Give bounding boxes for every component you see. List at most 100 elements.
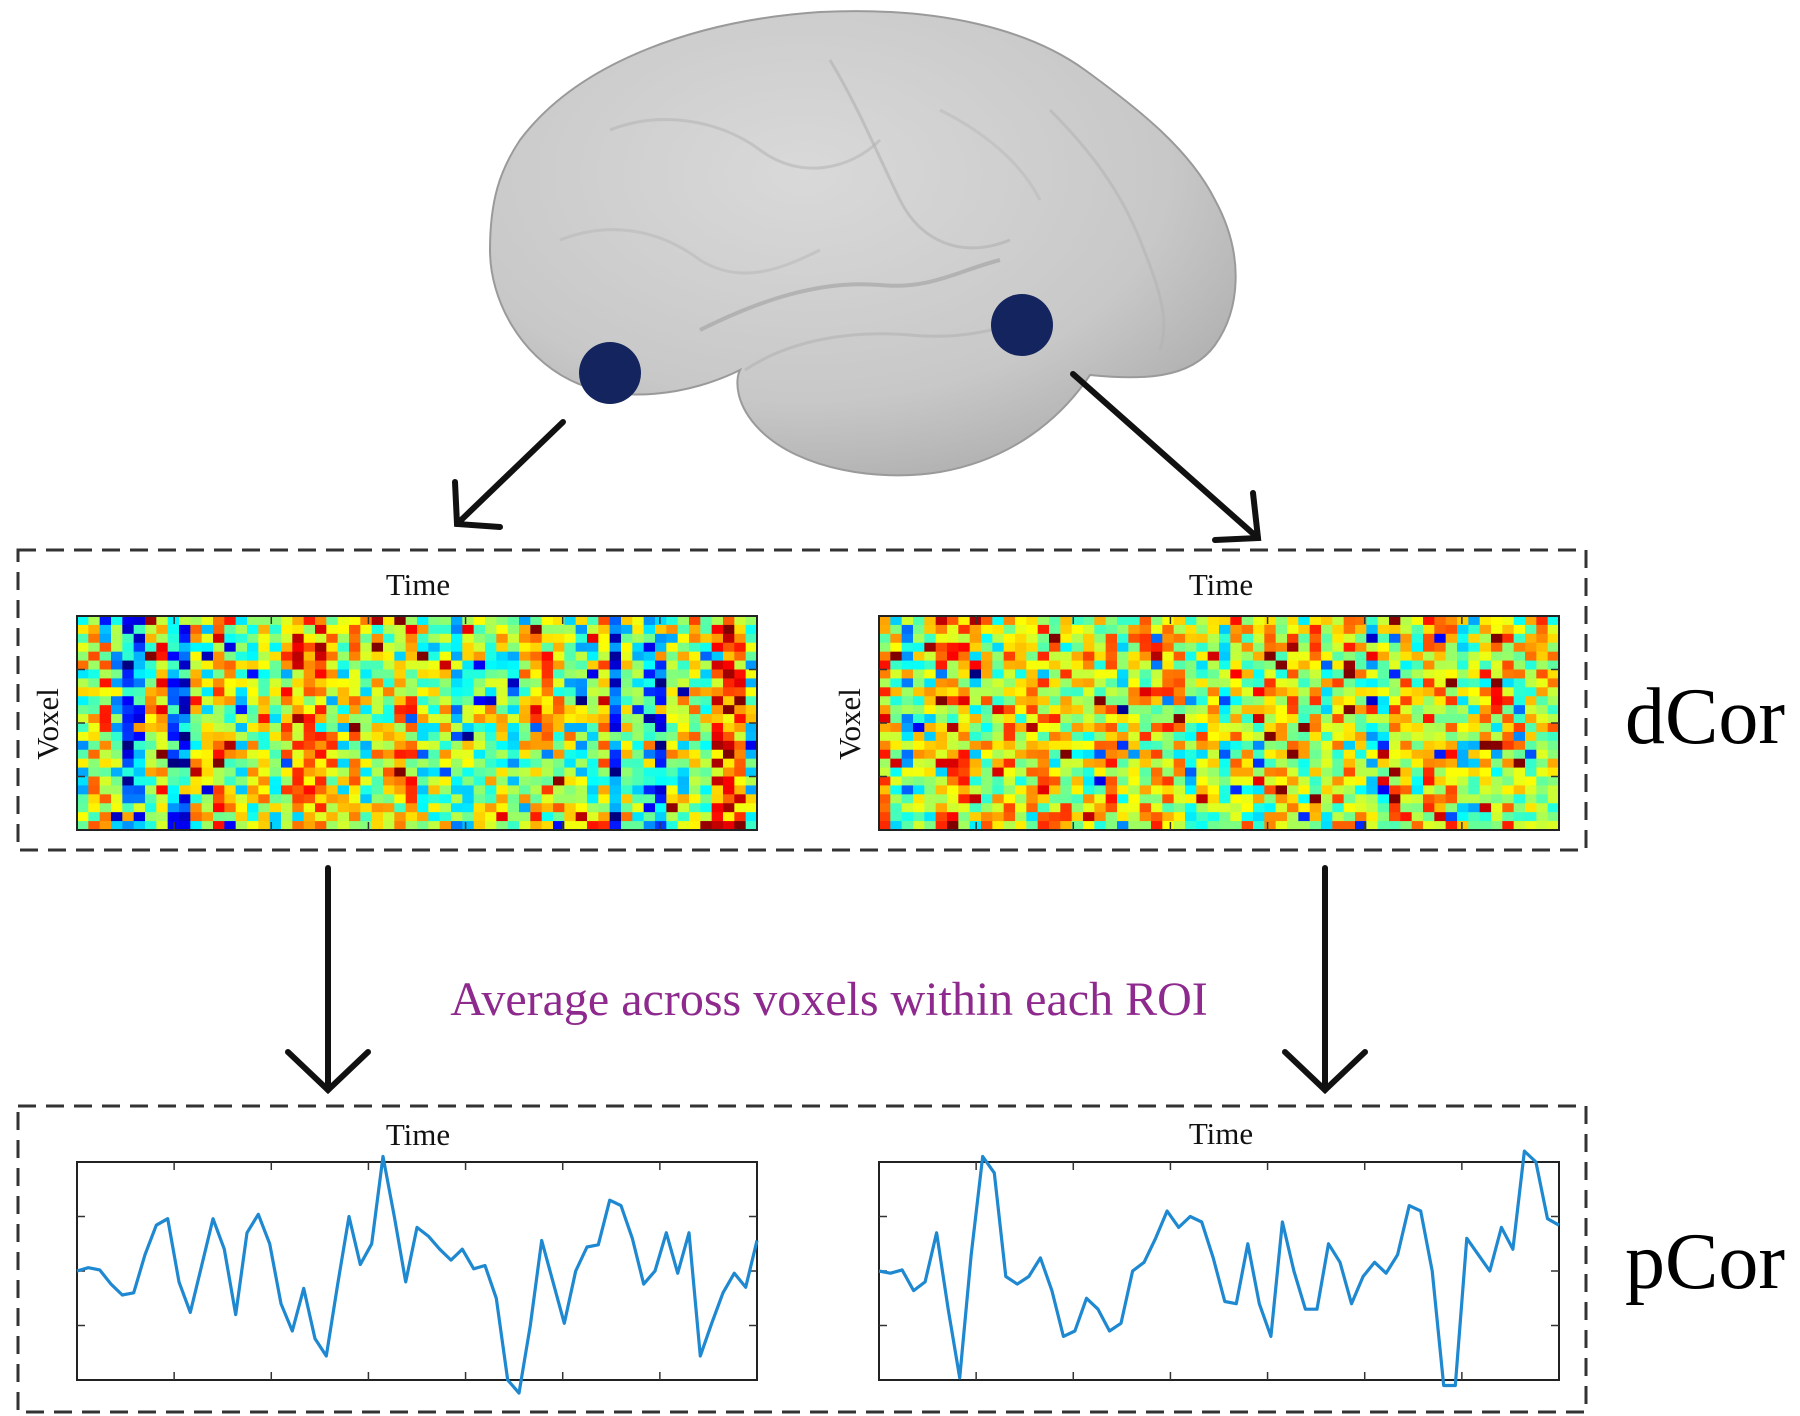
heatmap-cell xyxy=(1219,785,1231,795)
heatmap-cell xyxy=(371,749,384,760)
heatmap-cell xyxy=(958,767,971,778)
heatmap-cell xyxy=(745,624,758,635)
heatmap-cell xyxy=(1366,794,1379,804)
heatmap-cell xyxy=(473,821,486,831)
heatmap-cell xyxy=(1128,651,1141,662)
heatmap-cell xyxy=(1355,803,1367,813)
heatmap-cell xyxy=(1026,776,1039,787)
heatmap-cell xyxy=(1207,642,1220,653)
heatmap-cell xyxy=(530,794,543,804)
heatmap-cell xyxy=(349,624,361,635)
heatmap-cell xyxy=(1117,749,1129,760)
heatmap-cell xyxy=(1196,749,1209,760)
heatmap-cell xyxy=(1117,731,1129,742)
heatmap-cell xyxy=(981,678,993,688)
heatmap-cell xyxy=(315,767,327,778)
heatmap-cell xyxy=(958,785,971,795)
heatmap-cell xyxy=(269,803,282,813)
heatmap-cell xyxy=(1377,821,1390,831)
heatmap-cell xyxy=(1139,794,1152,804)
heatmap-cell xyxy=(1105,794,1118,804)
heatmap-cell xyxy=(201,794,214,804)
heatmap-cell xyxy=(473,714,486,724)
heatmap-cell xyxy=(553,812,565,822)
heatmap-cell xyxy=(564,785,577,795)
heatmap-cell xyxy=(1377,776,1390,787)
heatmap-cell xyxy=(1536,705,1549,715)
heatmap-cell xyxy=(337,660,350,671)
heatmap-cell xyxy=(958,803,971,813)
heatmap-cell xyxy=(473,669,486,680)
heatmap-cell xyxy=(88,767,101,778)
heatmap-cell xyxy=(992,687,1005,697)
heatmap-cell xyxy=(360,749,373,760)
heatmap-cell xyxy=(1366,723,1379,733)
heatmap-cell xyxy=(1445,705,1458,715)
heatmap-cell xyxy=(598,633,611,644)
heatmap-cell xyxy=(213,714,225,724)
heatmap-cell xyxy=(1321,696,1333,706)
heatmap-cell xyxy=(213,785,225,795)
heatmap-cell xyxy=(88,821,101,831)
heatmap-cell xyxy=(1479,740,1492,751)
heatmap-cell xyxy=(913,767,925,778)
heatmap-cell xyxy=(485,633,497,644)
heatmap-cell xyxy=(1423,616,1435,626)
heatmap-cell xyxy=(439,794,452,804)
heatmap-cell xyxy=(1151,687,1163,697)
heatmap-cell xyxy=(689,651,701,662)
heatmap-cell xyxy=(1536,767,1549,778)
heatmap-cell xyxy=(575,696,588,706)
heatmap-cell xyxy=(519,696,531,706)
heatmap-cell xyxy=(167,749,180,760)
heatmap-cell xyxy=(689,705,701,715)
heatmap-cell xyxy=(417,785,429,795)
heatmap-cell xyxy=(1219,749,1231,760)
heatmap-cell xyxy=(711,803,724,813)
heatmap-cell xyxy=(145,767,157,778)
heatmap-cell xyxy=(1321,812,1333,822)
heatmap-cell xyxy=(621,812,633,822)
heatmap-cell xyxy=(1513,616,1526,626)
heatmap-cell xyxy=(269,776,282,787)
heatmap-cell xyxy=(1230,767,1243,778)
heatmap-cell xyxy=(598,812,611,822)
heatmap-cell xyxy=(1060,651,1073,662)
heatmap-cell xyxy=(609,812,622,822)
heatmap-cell xyxy=(88,803,101,813)
heatmap-cell xyxy=(1071,705,1084,715)
heatmap-cell xyxy=(1423,660,1435,671)
heatmap-cell xyxy=(167,776,180,787)
heatmap-cell xyxy=(1219,616,1231,626)
heatmap-cell xyxy=(1264,749,1277,760)
heatmap-cell xyxy=(1491,651,1503,662)
heatmap-cell xyxy=(598,669,611,680)
heatmap-cell xyxy=(901,669,914,680)
heatmap-cell xyxy=(1457,731,1469,742)
heatmap-cell xyxy=(145,669,157,680)
heatmap-cell xyxy=(677,723,690,733)
heatmap-cell xyxy=(564,660,577,671)
heatmap-cell xyxy=(1502,749,1515,760)
heatmap-cell xyxy=(337,767,350,778)
heatmap-cell xyxy=(1253,660,1265,671)
heatmap-cell xyxy=(1434,651,1447,662)
heatmap-cell xyxy=(1037,714,1050,724)
heatmap-cell xyxy=(1321,794,1333,804)
heatmap-cell xyxy=(201,705,214,715)
heatmap-cell xyxy=(360,723,373,733)
heatmap-cell xyxy=(924,705,937,715)
heatmap-cell xyxy=(1094,758,1107,769)
heatmap-cell xyxy=(451,803,463,813)
heatmap-cell xyxy=(496,651,509,662)
heatmap-cell xyxy=(1479,821,1492,831)
heatmap-cell xyxy=(1094,616,1107,626)
heatmap-cell xyxy=(1479,767,1492,778)
heatmap-cell xyxy=(1015,758,1027,769)
heatmap-cell xyxy=(745,803,758,813)
heatmap-cell xyxy=(1468,794,1481,804)
heatmap-cell xyxy=(1275,821,1288,831)
heatmap-cell xyxy=(519,785,531,795)
heatmap-cell xyxy=(485,812,497,822)
heatmap-cell xyxy=(1366,821,1379,831)
